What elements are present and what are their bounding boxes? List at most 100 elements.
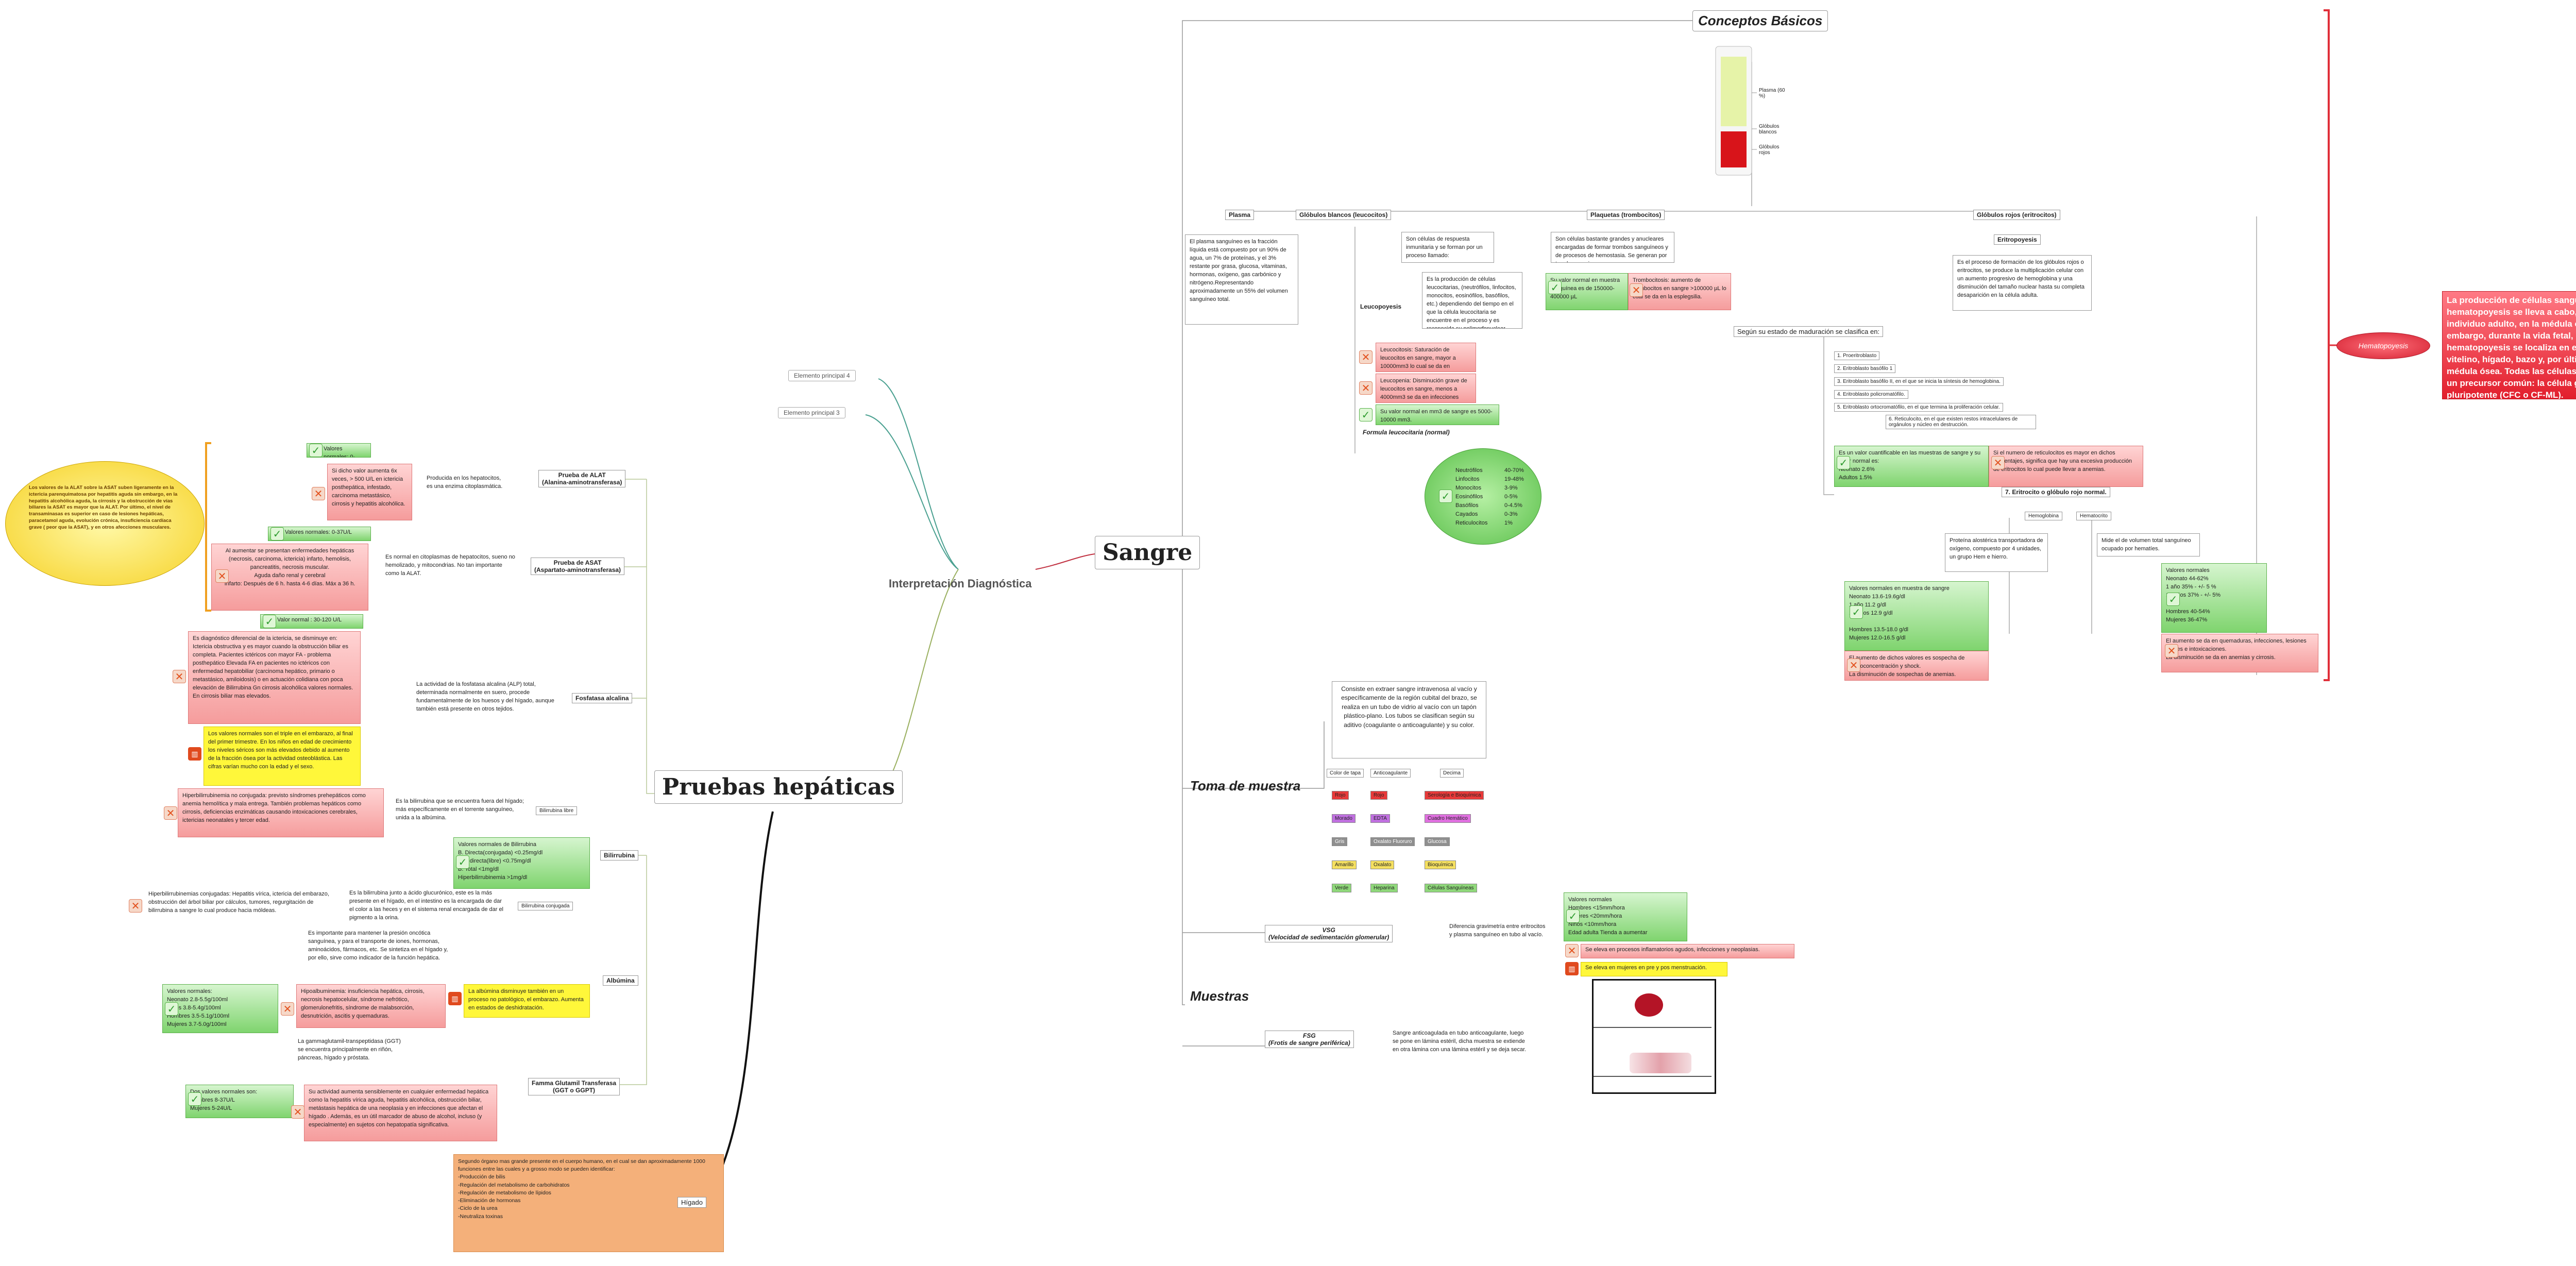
bilirrubina-title[interactable]: Bilirrubina xyxy=(600,850,639,860)
ggt-definition: La gammaglutamil-transpeptidasa (GGT) se… xyxy=(294,1035,412,1075)
formula-cell-value: 40-70% xyxy=(1504,467,1524,474)
conceptos-basicos-title[interactable]: Conceptos Básicos xyxy=(1692,10,1828,31)
alat-definition: Producida en los hepatocitos, es una enz… xyxy=(422,471,510,495)
hematopoyesis-oval[interactable]: Hematopoyesis xyxy=(2336,332,2430,359)
ggt-check-icon: ✓ xyxy=(188,1092,201,1106)
asat-check-icon: ✓ xyxy=(270,527,284,541)
main-element-4[interactable]: Elemento principal 4 xyxy=(788,370,856,381)
leucocitosis-box: Leucocitosis: Saturación de leucocitos e… xyxy=(1376,343,1476,372)
maduracion-label[interactable]: Según su estado de maduración se clasifi… xyxy=(1734,326,1884,337)
tube-label-globulos-blancos: Glóbulos blancos xyxy=(1759,124,1780,135)
maduracion-stages-list: 1. Proeritroblasto 2. Eritroblasto basófi… xyxy=(1834,350,2050,432)
fosfatasa-book-icon: ▥ xyxy=(188,747,201,761)
hemoglobina-values-box: Valores normales en muestra de sangre Ne… xyxy=(1844,581,1989,651)
leucopoyesis-label[interactable]: Leucopoyesis xyxy=(1360,303,1402,310)
hiper-c-cross-icon: ✕ xyxy=(129,899,142,913)
hemoglobina-check-icon: ✓ xyxy=(1850,605,1863,619)
formula-cell-type: Eosinófilos xyxy=(1455,494,1483,500)
pruebas-hepaticas-topic[interactable]: Pruebas hepáticas xyxy=(654,770,903,804)
plaquetas-abnormal-box: Trombocitosis: aumento de trombocitos en… xyxy=(1628,273,1731,310)
tube-table-header: Anticoagulante xyxy=(1370,769,1411,778)
albumina-definition: Es importante para mantener la presión o… xyxy=(304,926,453,975)
vsg-cross-icon: ✕ xyxy=(1565,944,1579,957)
plaquetas-header[interactable]: Plaquetas (trombocitos) xyxy=(1587,210,1665,220)
fsg-title[interactable]: FSG (Frotis de sangre periférica) xyxy=(1265,1031,1354,1048)
reticulocitos-check-icon: ✓ xyxy=(1837,456,1850,469)
hematocrito-abnormal-box: El aumento se da en quemaduras, infeccio… xyxy=(2161,634,2318,672)
formula-cell-type: Cayados xyxy=(1455,511,1478,517)
eritrocito-normal-label[interactable]: 7. Eritrocito o glóbulo rojo normal. xyxy=(2002,487,2110,497)
book-icon: ▥ xyxy=(1565,962,1579,975)
bilirrubina-libre-label[interactable]: Bilirrubina libre xyxy=(536,806,578,815)
hematocrito-cross-icon: ✕ xyxy=(2165,644,2178,657)
toma-text: Consiste en extraer sangre intravenosa a… xyxy=(1332,681,1486,758)
bilirrubina-conjugada-definition: Es la bilirrubina junto a ácido glucurón… xyxy=(345,886,510,927)
albumina-preg-box: La albúmina disminuye también en un proc… xyxy=(464,984,590,1018)
formula-leucocitaria-label[interactable]: Formula leucocitaria (normal) xyxy=(1363,429,1450,436)
tube-label-plasma: Plasma (60 %) xyxy=(1759,88,1785,99)
fosfatasa-title[interactable]: Fosfatasa alcalina xyxy=(572,693,633,703)
fosfatasa-check-icon: ✓ xyxy=(263,615,276,628)
eritropoyesis-label[interactable]: Eritropoyesis xyxy=(1994,234,2041,245)
formula-cell-value: 3-9% xyxy=(1504,485,1518,491)
muestras-title[interactable]: Muestras xyxy=(1190,988,1249,1004)
central-topic[interactable]: Interpretación Diagnóstica xyxy=(889,577,1032,590)
tube-table-cell: Oxalato Fluoruro xyxy=(1370,837,1415,846)
vsg-values-box: Valores normales Hombres <15mm/hora Muje… xyxy=(1564,892,1687,941)
vsg-high-box: Se eleva en procesos inflamatorios agudo… xyxy=(1581,944,1794,958)
albumina-cross-icon: ✕ xyxy=(281,1002,294,1016)
hematocrito-label[interactable]: Hematocrito xyxy=(2076,512,2111,520)
fosfatasa-high-box: Es diagnóstico diferencial de la icteric… xyxy=(188,631,361,724)
leucopenia-box: Leucopenia: Disminución grave de leucoci… xyxy=(1376,374,1476,403)
tube-table-cell: Gris xyxy=(1332,837,1348,846)
fosfatasa-cross-icon: ✕ xyxy=(173,670,186,683)
maturation-stage[interactable]: 6. Reticulocito, en el que existen resto… xyxy=(1886,415,2036,429)
reticulocitos-cross-icon: ✕ xyxy=(1991,456,2005,469)
tube-table-cell: Rojo xyxy=(1332,791,1349,800)
toma-de-muestra-title[interactable]: Toma de muestra xyxy=(1190,778,1301,794)
hemoglobina-label[interactable]: Hemoglobina xyxy=(2025,512,2062,520)
main-element-3[interactable]: Elemento principal 3 xyxy=(778,407,845,418)
fosfatasa-preg-box: Los valores normales son el triple en el… xyxy=(204,727,361,786)
sangre-topic[interactable]: Sangre xyxy=(1095,536,1200,569)
higado-label[interactable]: Hígado xyxy=(677,1197,706,1208)
leucocitos-header[interactable]: Glóbulos blancos (leucocitos) xyxy=(1296,210,1392,220)
eritrocitos-header[interactable]: Glóbulos rojos (eritrocitos) xyxy=(1973,210,2060,220)
hiper-nc-cross-icon: ✕ xyxy=(164,806,177,820)
higado-text: Segundo órgano mas grande presente en el… xyxy=(453,1154,724,1252)
ggt-title[interactable]: Famma Glutamil Transferasa (GGT o GGPT) xyxy=(528,1078,620,1095)
alat-title[interactable]: Prueba de ALAT (Alanina-aminotransferasa… xyxy=(538,470,626,487)
bilirrubina-conjugada-label[interactable]: Bilirrubina conjugada xyxy=(518,902,573,910)
maturation-stage[interactable]: 3. Eritroblasto basófilo II, en el que s… xyxy=(1834,377,2004,386)
eritropoyesis-text: Es el proceso de formación de los glóbul… xyxy=(1953,255,2092,311)
plasma-header[interactable]: Plasma xyxy=(1225,210,1255,220)
vsg-title[interactable]: VSG (Velocidad de sedimentación glomerul… xyxy=(1265,925,1393,942)
alat-note-text: Los valores de la ALAT sobre la ASAT sub… xyxy=(29,485,178,530)
plaquetas-cross-icon: ✕ xyxy=(1630,283,1643,297)
albumina-book-icon: ▥ xyxy=(448,992,462,1005)
blood-tube-illustration: Plasma (60 %) Glóbulos blancos Glóbulos … xyxy=(1705,41,1798,185)
vsg-check-icon: ✓ xyxy=(1566,909,1580,923)
tube-table-cell: Glucosa xyxy=(1425,837,1450,846)
tube-table-cell: EDTA xyxy=(1370,814,1390,823)
reticulocitos-normal-box: Es un valor cuantificable en las muestra… xyxy=(1834,446,1989,487)
maturation-stage[interactable]: 1. Proeritroblasto xyxy=(1834,351,1880,360)
plaquetas-normal-box: Su valor normal en muestra sanguínea es … xyxy=(1546,273,1628,310)
tube-table-header: Color de tapa xyxy=(1327,769,1364,778)
formula-cell-type: Neutrófilos xyxy=(1455,467,1483,474)
maturation-stage[interactable]: 4. Eritroblasto policromatófilo. xyxy=(1834,390,1908,399)
blood-smear-photo xyxy=(1592,979,1716,1094)
reticulocitos-high-box: Si el numero de reticulocitos es mayor e… xyxy=(1989,446,2143,487)
asat-cross-icon: ✕ xyxy=(215,569,229,583)
albumina-title[interactable]: Albúmina xyxy=(603,975,638,986)
formula-check-icon: ✓ xyxy=(1439,489,1452,503)
ggt-values-box: Dos valores normales son: Hombres 8-37U/… xyxy=(185,1085,294,1118)
maturation-stage[interactable]: 5. Eritroblasto ortocromatófilo, en el q… xyxy=(1834,403,2003,412)
maturation-stage[interactable]: 2. Eritroblasto basófilo 1 xyxy=(1834,364,1896,373)
asat-title[interactable]: Prueba de ASAT (Aspartato-aminotransfera… xyxy=(531,558,625,575)
